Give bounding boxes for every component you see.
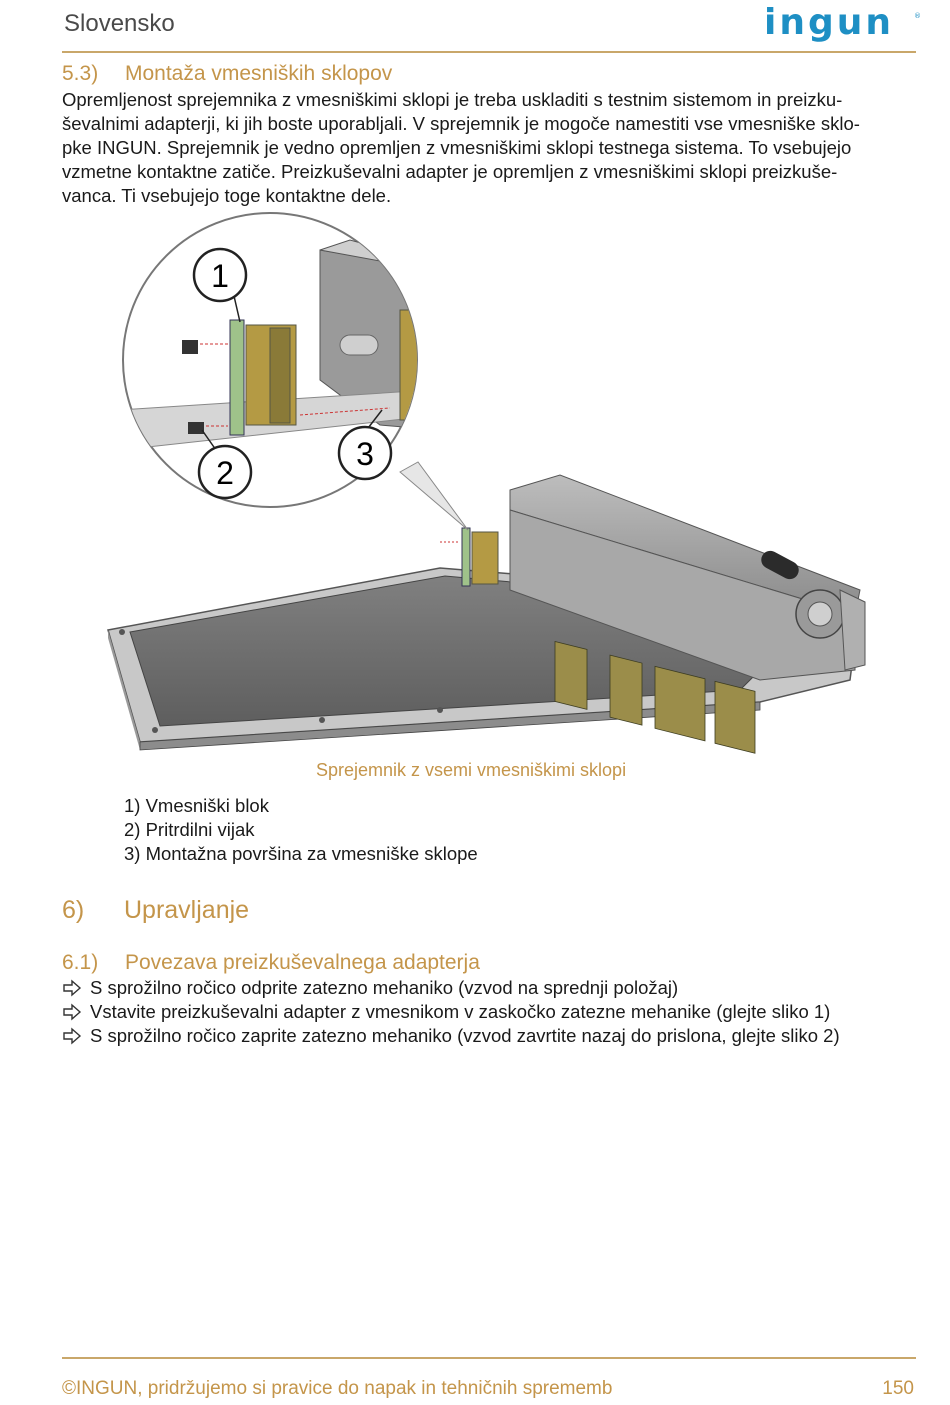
legend-item: 1) Vmesniški blok [124,795,269,816]
callout-1: 1 [192,247,248,323]
page-number: 150 [882,1378,914,1399]
screw [188,422,204,434]
section-number: 6) [62,896,85,924]
legend-item: 3) Montažna površina za vmesniške sklope [124,843,478,864]
figure-caption: Sprejemnik z vsemi vmesniškimi sklopi [316,760,627,780]
svg-text:2: 2 [216,455,234,491]
step-item: S sprožilno ročico odprite zatezno mehan… [62,976,840,1000]
arrow-right-icon [63,979,82,997]
legend-item: 2) Pritrdilni vijak [124,819,255,840]
arrow-right-icon [63,1003,82,1021]
svg-text:®: ® [914,12,921,20]
logo-text: ingun [764,4,894,43]
procedure-steps: S sprožilno ročico odprite zatezno mehan… [62,976,840,1048]
screw [182,340,198,354]
paragraph-line: Opremljenost sprejemnika z vmesniškimi s… [62,89,843,110]
figure-legend: 1) Vmesniški blok 2) Pritrdilni vijak 3)… [124,794,478,866]
section-title: Povezava preizkuševalnega adapterja [125,951,480,974]
section-paragraph: Opremljenost sprejemnika z vmesniškimi s… [62,88,922,208]
section-heading-5-3: 5.3) Montaža vmesniških sklopov [62,62,392,86]
section-number: 6.1) [62,951,99,974]
single-interface-block [440,527,499,587]
paragraph-line: vzmetne kontaktne zatiče. Preizkuševalni… [62,161,838,182]
paragraph-line: ševalnimi adapterji, ki jih boste uporab… [62,113,860,134]
ingun-logo: ingun ® [764,4,921,43]
interface-blocks [554,640,756,754]
section-number: 5.3) [62,62,99,85]
section-title: Upravljanje [124,896,250,924]
receiver-assembly-illustration: 1 2 3 [107,212,866,754]
section-title: Montaža vmesniških sklopov [125,62,393,85]
svg-text:1: 1 [211,258,229,294]
section-heading-6-1: 6.1) Povezava preizkuševalnega adapterja [62,951,480,975]
header-rule [62,51,916,53]
paragraph-line: pke INGUN. Sprejemnik je vedno opremljen… [62,137,852,158]
svg-text:3: 3 [356,436,374,472]
callout-2: 2 [197,429,253,500]
footer-copyright: ©INGUN, pridržujemo si pravice do napak … [62,1378,613,1399]
footer-rule [62,1357,916,1359]
header-language: Slovensko [64,10,175,37]
callout-3: 3 [337,409,393,481]
detail-magnifier [122,212,418,508]
step-item: Vstavite preizkuševalni adapter z vmesni… [62,1000,840,1024]
receiver-rail [509,474,866,754]
lever-handle [761,550,799,580]
arrow-right-icon [63,1027,82,1045]
paragraph-line: vanca. Ti vsebujejo toge kontaktne dele. [62,185,392,206]
section-heading-6: 6) Upravljanje [62,896,249,925]
step-item: S sprožilno ročico zaprite zatezno mehan… [62,1024,840,1048]
